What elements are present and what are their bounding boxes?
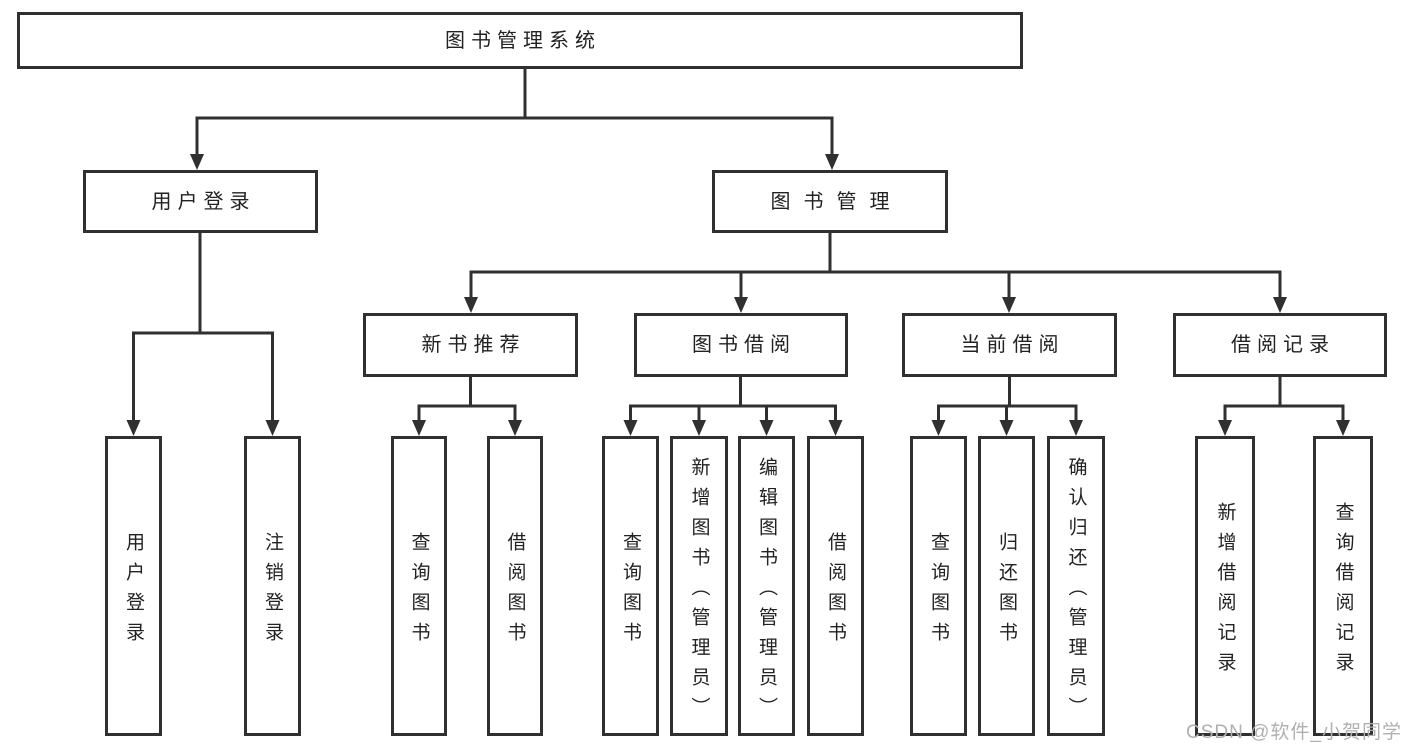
leaf-user-login-label: 用户登录 (123, 531, 144, 652)
leaf-borrow-borrow-books: 借阅图书 (807, 436, 864, 736)
node-current-borrow: 当前借阅 (902, 313, 1117, 377)
leaf-records-add-record-label: 新增借阅记录 (1214, 501, 1236, 682)
leaf-newbooks-borrow-books-label: 借阅图书 (504, 531, 526, 652)
csdn-watermark: CSDN @软件_小贺同学 (1186, 722, 1402, 743)
connector-userlogin-to-leaves (132, 233, 274, 423)
leaf-user-login: 用户登录 (105, 436, 162, 736)
connector-newbooks-to-leaves (417, 377, 517, 423)
leaf-records-query-record-label: 查询借阅记录 (1332, 501, 1354, 682)
connector-root-to-level2 (195, 69, 834, 157)
node-user-login-label: 用户登录 (151, 190, 256, 213)
node-library-system: 图书管理系统 (17, 12, 1023, 69)
leaf-newbooks-query-books-label: 查询图书 (408, 531, 430, 652)
node-book-management: 图书管理 (712, 170, 948, 233)
leaf-newbooks-query-books: 查询图书 (391, 436, 447, 736)
connector-borrow-to-leaves (629, 377, 837, 423)
leaf-borrow-query-books: 查询图书 (602, 436, 659, 736)
node-book-borrow-label: 图书借阅 (692, 334, 796, 356)
node-library-system-label: 图书管理系统 (445, 29, 601, 52)
node-borrow-records-label: 借阅记录 (1231, 334, 1335, 356)
connector-bookmgmt-to-level3 (469, 233, 1282, 300)
leaf-borrow-query-books-label: 查询图书 (620, 531, 641, 652)
connector-current-to-leaves (937, 377, 1078, 423)
leaf-current-return-books-label: 归还图书 (996, 531, 1017, 652)
leaf-logout-login-label: 注销登录 (262, 531, 283, 652)
leaf-current-confirm-return-admin: 确认归还（管理员） (1047, 436, 1105, 736)
leaf-logout-login: 注销登录 (244, 436, 301, 736)
leaf-borrow-edit-books-admin-label: 编辑图书（管理员） (756, 456, 777, 727)
leaf-borrow-edit-books-admin: 编辑图书（管理员） (738, 436, 795, 736)
leaf-current-query-books-label: 查询图书 (928, 531, 949, 652)
node-new-book-recommend-label: 新书推荐 (421, 334, 526, 356)
node-book-management-label: 图书管理 (770, 190, 903, 213)
leaf-borrow-borrow-books-label: 借阅图书 (825, 531, 846, 652)
leaf-current-query-books: 查询图书 (910, 436, 967, 736)
node-current-borrow-label: 当前借阅 (960, 334, 1065, 356)
connector-records-to-leaves (1223, 377, 1345, 423)
leaf-current-confirm-return-admin-label: 确认归还（管理员） (1065, 456, 1087, 727)
node-new-book-recommend: 新书推荐 (363, 313, 578, 377)
leaf-borrow-add-books-admin-label: 新增图书（管理员） (688, 456, 710, 727)
leaf-records-query-record: 查询借阅记录 (1313, 436, 1373, 736)
leaf-current-return-books: 归还图书 (978, 436, 1035, 736)
leaf-newbooks-borrow-books: 借阅图书 (487, 436, 543, 736)
node-book-borrow: 图书借阅 (634, 313, 848, 377)
node-user-login: 用户登录 (83, 170, 318, 233)
leaf-borrow-add-books-admin: 新增图书（管理员） (670, 436, 728, 736)
leaf-records-add-record: 新增借阅记录 (1195, 436, 1255, 736)
node-borrow-records: 借阅记录 (1173, 313, 1387, 377)
